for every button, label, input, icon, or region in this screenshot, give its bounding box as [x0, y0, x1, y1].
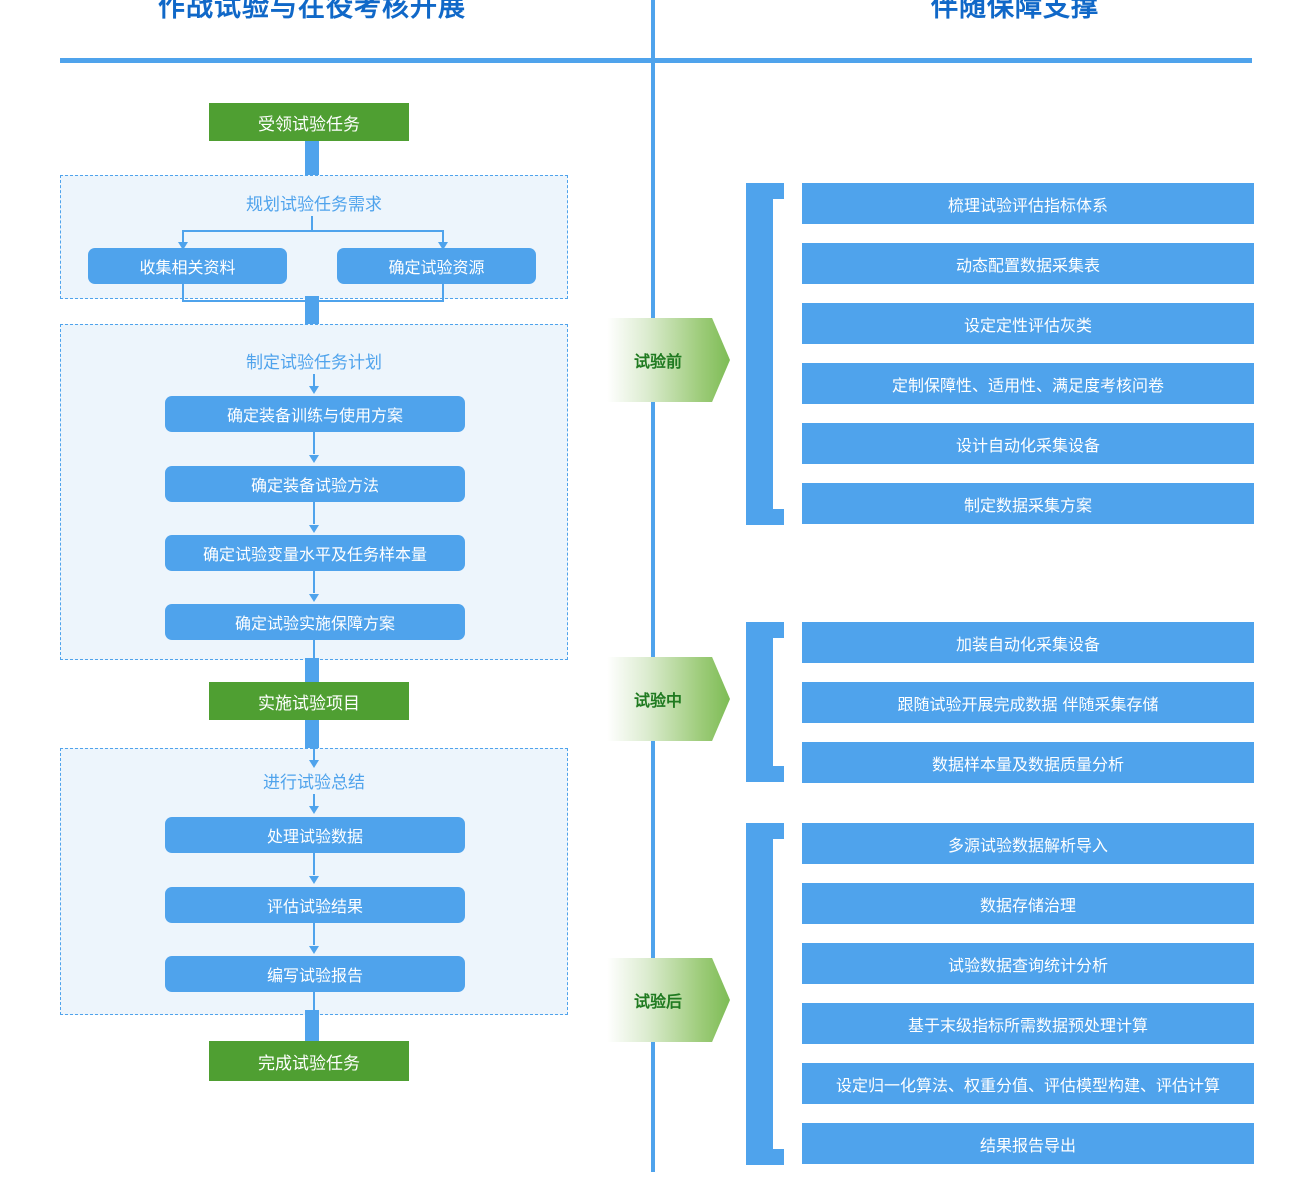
flow-node-collect-materials[interactable]: 收集相关资料 [88, 248, 287, 284]
column-split-line [651, 0, 655, 1172]
flow-node-execute-project[interactable]: 实施试验项目 [209, 682, 409, 720]
flow-node-finish[interactable]: 完成试验任务 [209, 1041, 409, 1081]
arrow-head-g2-c [309, 525, 319, 533]
connector-group2-to-mid [305, 658, 319, 684]
arrow-head-left [178, 242, 188, 250]
arrow-head-g3-c [309, 946, 319, 954]
task-box-before-2[interactable]: 动态配置数据采集表 [802, 243, 1254, 284]
bracket-after [746, 823, 784, 1165]
task-box-after-2[interactable]: 数据存储治理 [802, 883, 1254, 924]
task-box-before-5[interactable]: 设计自动化采集设备 [802, 423, 1254, 464]
bracket-stem [746, 622, 773, 782]
bracket-stem [746, 823, 773, 1165]
flow-node-support-plan[interactable]: 确定试验实施保障方案 [165, 604, 465, 640]
arrow-line-g2-out [313, 640, 315, 662]
arrow-line-g2-d [313, 571, 315, 593]
arrow-head-right [438, 242, 448, 250]
arrow-line-g3-b [313, 853, 315, 875]
task-box-after-6[interactable]: 结果报告导出 [802, 1123, 1254, 1164]
phase-label-after: 试验后 [633, 992, 682, 1011]
tree-line-right-drop [442, 230, 444, 244]
task-box-during-3[interactable]: 数据样本量及数据质量分析 [802, 742, 1254, 783]
task-box-before-1[interactable]: 梳理试验评估指标体系 [802, 183, 1254, 224]
task-box-during-2[interactable]: 跟随试验开展完成数据 伴随采集存储 [802, 682, 1254, 723]
bracket-flange-bottom [773, 1149, 784, 1165]
flow-node-equipment-test-method[interactable]: 确定装备试验方法 [165, 466, 465, 502]
connector-mid-to-group3 [305, 720, 319, 752]
tree-line-horizontal [182, 230, 444, 232]
flow-node-start[interactable]: 受领试验任务 [209, 103, 409, 141]
phase-label-before: 试验前 [633, 352, 682, 371]
page-title-left: 作战试验与在役考核开展 [158, 0, 466, 23]
arrow-head-g2-b [309, 455, 319, 463]
flow-node-equipment-training-plan[interactable]: 确定装备训练与使用方案 [165, 396, 465, 432]
task-box-after-4[interactable]: 基于末级指标所需数据预处理计算 [802, 1003, 1254, 1044]
bracket-stem [746, 183, 773, 525]
arrow-line-g3-out [313, 992, 315, 1014]
bracket-flange-bottom [773, 509, 784, 525]
flow-node-write-report[interactable]: 编写试验报告 [165, 956, 465, 992]
connector-start-to-group1 [305, 141, 319, 177]
bracket-during [746, 622, 784, 782]
page-title-right: 伴随保障支撑 [931, 0, 1099, 23]
merge-line-right [442, 284, 444, 302]
bracket-before [746, 183, 784, 525]
bracket-flange-top [773, 183, 784, 199]
group-label-summary: 进行试验总结 [263, 773, 365, 793]
task-box-after-1[interactable]: 多源试验数据解析导入 [802, 823, 1254, 864]
phase-chevron-during[interactable]: 试验中 [602, 657, 730, 741]
task-box-after-3[interactable]: 试验数据查询统计分析 [802, 943, 1254, 984]
task-box-before-3[interactable]: 设定定性评估灰类 [802, 303, 1254, 344]
arrow-line-g3-a [313, 794, 315, 808]
flow-node-determine-resources[interactable]: 确定试验资源 [337, 248, 536, 284]
tree-line-left-drop [182, 230, 184, 244]
arrow-head-g3-b [309, 876, 319, 884]
phase-label-during: 试验中 [633, 691, 682, 710]
arrow-head-g2-a [309, 386, 319, 394]
task-box-during-1[interactable]: 加装自动化采集设备 [802, 622, 1254, 663]
top-divider-rule [60, 58, 1252, 63]
arrow-line-g3-in [313, 748, 315, 762]
flow-node-variable-levels-sample-size[interactable]: 确定试验变量水平及任务样本量 [165, 535, 465, 571]
phase-chevron-after[interactable]: 试验后 [602, 958, 730, 1042]
flow-node-process-data[interactable]: 处理试验数据 [165, 817, 465, 853]
arrow-head-g3-in [309, 760, 319, 768]
task-box-before-6[interactable]: 制定数据采集方案 [802, 483, 1254, 524]
arrow-line-g3-c [313, 923, 315, 945]
bracket-flange-top [773, 823, 784, 839]
merge-line-left [182, 284, 184, 302]
bracket-flange-bottom [773, 766, 784, 782]
arrow-line-g2-c [313, 502, 315, 524]
bracket-flange-top [773, 622, 784, 638]
arrow-line-g2-a [313, 374, 315, 388]
flow-node-evaluate-results[interactable]: 评估试验结果 [165, 887, 465, 923]
connector-group3-to-end [305, 1010, 319, 1042]
arrow-line-g2-b [313, 432, 315, 454]
tree-line-vertical-main [311, 216, 313, 232]
phase-chevron-before[interactable]: 试验前 [602, 318, 730, 402]
connector-group1-to-group2 [305, 296, 319, 326]
task-box-after-5[interactable]: 设定归一化算法、权重分值、评估模型构建、评估计算 [802, 1063, 1254, 1104]
arrow-head-g2-d [309, 594, 319, 602]
group-label-planning: 规划试验任务需求 [246, 195, 382, 215]
group-label-plan-making: 制定试验任务计划 [246, 353, 382, 373]
task-box-before-4[interactable]: 定制保障性、适用性、满足度考核问卷 [802, 363, 1254, 404]
arrow-head-g3-a [309, 806, 319, 814]
